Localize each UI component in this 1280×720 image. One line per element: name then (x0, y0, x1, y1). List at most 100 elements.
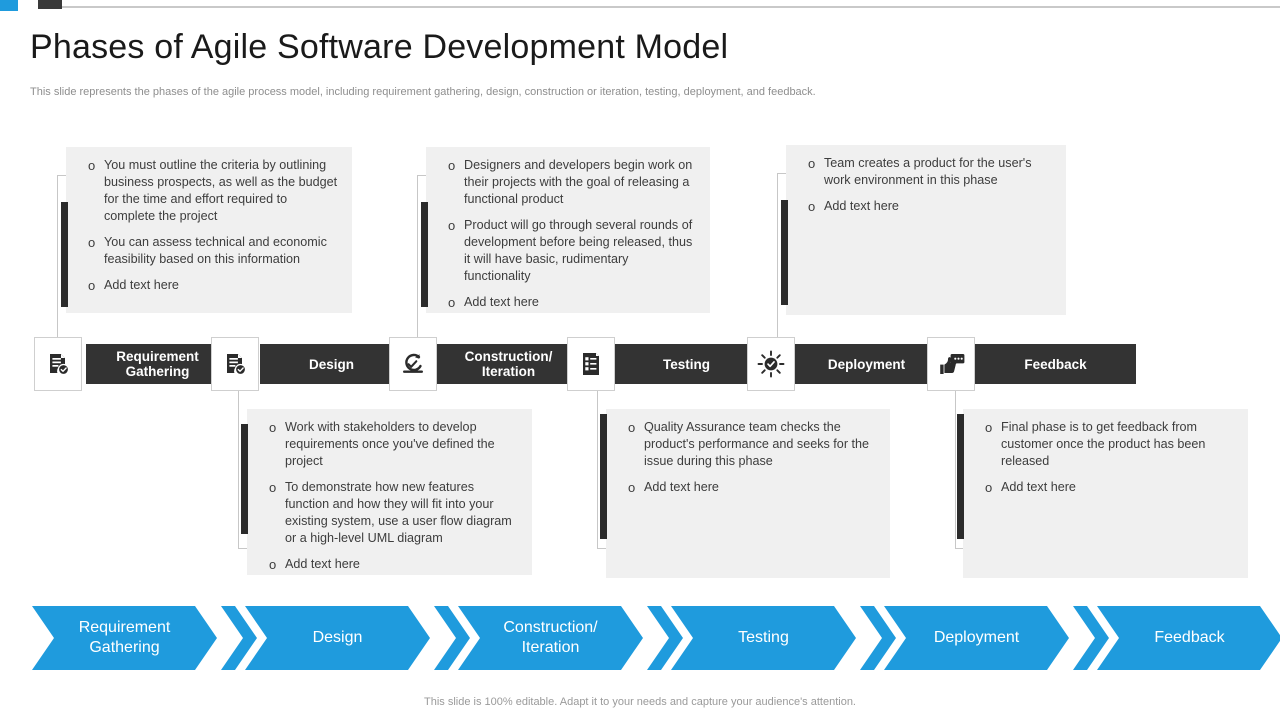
phase-label-text: Deployment (827, 356, 906, 372)
bullet-text-placeholder[interactable]: Add text here (644, 480, 719, 494)
phase-label-construction-iteration[interactable]: Construction/Iteration (437, 344, 580, 384)
phase-label-text: Construction/Iteration (464, 349, 553, 379)
card-accent-bar (241, 424, 248, 534)
phase-icon-box-construction-iteration[interactable] (389, 337, 437, 391)
info-card-construction-iteration: o Designers and developers begin work on… (421, 147, 710, 313)
bullet-marker: o (269, 420, 277, 435)
top-bar-blue-accent (0, 0, 18, 11)
chevron-separator-5 (1073, 606, 1109, 670)
bullet-text: Quality Assurance team checks the produc… (644, 420, 870, 468)
chevron-label: Testing (738, 629, 789, 646)
chevron-label: Feedback (1154, 629, 1225, 646)
phase-icon-box-feedback[interactable] (927, 337, 975, 391)
bullet-item[interactable]: o Add text here (269, 556, 518, 573)
footer-note: This slide is 100% editable. Adapt it to… (424, 696, 856, 708)
bullet-item: o Final phase is to get feedback from cu… (985, 419, 1234, 470)
bullet-item: o Quality Assurance team checks the prod… (628, 419, 876, 470)
chevron-label: Deployment (933, 629, 1020, 646)
bullet-text-placeholder[interactable]: Add text here (104, 278, 179, 292)
bullet-marker: o (269, 480, 277, 495)
bullet-item: o Team creates a product for the user's … (808, 155, 1052, 189)
bullet-item: o To demonstrate how new features functi… (269, 479, 518, 547)
bullet-text: Final phase is to get feedback from cust… (1001, 420, 1206, 468)
bullet-text: You must outline the criteria by outlini… (104, 158, 338, 223)
bullet-marker: o (88, 158, 96, 173)
bullet-item[interactable]: o Add text here (985, 479, 1234, 496)
phase-label-testing[interactable]: Testing (615, 344, 758, 384)
bullet-text: To demonstrate how new features function… (285, 480, 512, 545)
phase-label-feedback[interactable]: Feedback (975, 344, 1136, 384)
bullet-item[interactable]: o Add text here (448, 294, 696, 311)
phase-icon-box-deployment[interactable] (747, 337, 795, 391)
bullet-item: o Work with stakeholders to develop requ… (269, 419, 518, 470)
phase-icon-box-design[interactable] (211, 337, 259, 391)
bullet-item: o Product will go through several rounds… (448, 217, 696, 285)
bullet-item[interactable]: o Add text here (628, 479, 876, 496)
chevron-testing[interactable]: Testing (671, 606, 856, 670)
bullet-text: Team creates a product for the user's wo… (824, 156, 1032, 187)
document-check-icon (45, 351, 71, 377)
connector-line-design-horizontal (238, 548, 254, 549)
checklist-clipboard-icon (580, 351, 602, 377)
connector-line-requirement (57, 175, 58, 345)
page-subtitle: This slide represents the phases of the … (30, 86, 816, 98)
bullet-item[interactable]: o Add text here (808, 198, 1052, 215)
bullet-marker: o (985, 480, 993, 495)
info-card-deployment: o Team creates a product for the user's … (781, 145, 1066, 315)
bullet-text: Work with stakeholders to develop requir… (285, 420, 495, 468)
chevron-label: Construction/Iteration (503, 619, 598, 656)
bullet-marker: o (628, 420, 636, 435)
info-card-feedback: o Final phase is to get feedback from cu… (957, 409, 1248, 578)
connector-line-requirement-horizontal (57, 175, 73, 176)
chevron-separator-3 (647, 606, 683, 670)
phase-icon-box-requirement-gathering[interactable] (34, 337, 82, 391)
phase-label-deployment[interactable]: Deployment (795, 344, 938, 384)
card-accent-bar (957, 414, 964, 539)
card-accent-bar (600, 414, 607, 539)
bullet-text: Designers and developers begin work on t… (464, 158, 693, 206)
bullet-text-placeholder[interactable]: Add text here (1001, 480, 1076, 494)
phase-label-text: Testing (663, 356, 710, 372)
connector-line-construction (417, 175, 418, 345)
bullet-marker: o (808, 156, 816, 171)
phase-label-design[interactable]: Design (260, 344, 403, 384)
bullet-text-placeholder[interactable]: Add text here (285, 557, 360, 571)
loop-arrow-check-icon (399, 351, 427, 377)
connector-line-deployment-horizontal (777, 173, 793, 174)
bullet-item: o Designers and developers begin work on… (448, 157, 696, 208)
card-accent-bar (421, 202, 428, 307)
connector-line-testing-horizontal (597, 548, 613, 549)
chevron-design[interactable]: Design (245, 606, 430, 670)
card-accent-bar (61, 202, 68, 307)
top-bar-rule (62, 6, 1280, 8)
bullet-marker: o (808, 199, 816, 214)
chevron-label: Design (312, 629, 363, 646)
bullet-item: o You can assess technical and economic … (88, 234, 338, 268)
top-bar-dark-accent (38, 0, 62, 9)
info-card-requirement-gathering: o You must outline the criteria by outli… (61, 147, 352, 313)
document-check-icon (222, 351, 248, 377)
thumbs-up-comment-icon (937, 351, 965, 377)
bullet-item[interactable]: o Add text here (88, 277, 338, 294)
bullet-text-placeholder[interactable]: Add text here (464, 295, 539, 309)
phase-icon-box-testing[interactable] (567, 337, 615, 391)
bullet-marker: o (269, 557, 277, 572)
connector-line-feedback (955, 383, 956, 548)
connector-line-design (238, 383, 239, 548)
bullet-marker: o (985, 420, 993, 435)
top-decorative-bar (0, 0, 1280, 12)
chevron-separator-4 (860, 606, 896, 670)
chevron-construction-iteration[interactable]: Construction/Iteration (458, 606, 643, 670)
phase-label-text: Feedback (1024, 356, 1087, 372)
bullet-marker: o (448, 218, 456, 233)
bullet-marker: o (628, 480, 636, 495)
chevron-deployment[interactable]: Deployment (884, 606, 1069, 670)
chevron-feedback[interactable]: Feedback (1097, 606, 1280, 670)
bullet-text-placeholder[interactable]: Add text here (824, 199, 899, 213)
connector-line-construction-horizontal (417, 175, 433, 176)
card-accent-bar (781, 200, 788, 305)
